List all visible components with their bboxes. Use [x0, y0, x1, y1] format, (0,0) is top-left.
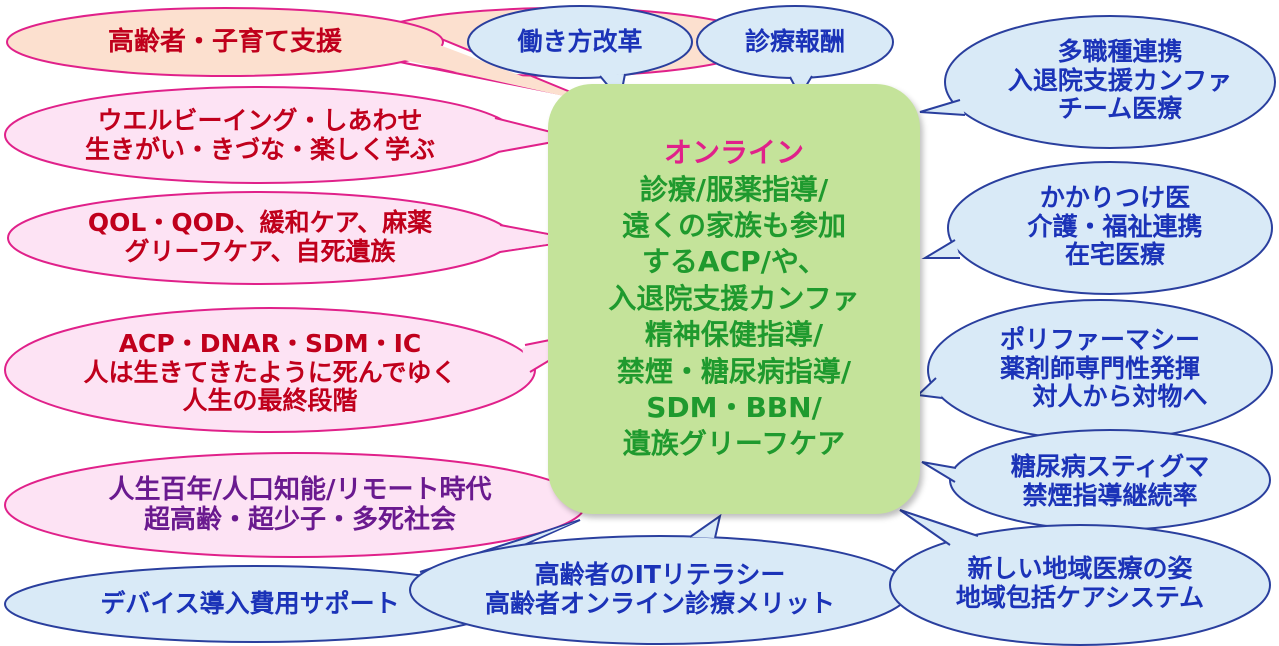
center-line: 遠くの家族も参加	[621, 209, 846, 243]
text-line: 生きがい・きづな・楽しく学ぶ	[84, 135, 435, 164]
text-line: 高齢者のITリテラシー	[534, 560, 786, 590]
bubble-multidisciplinary-body	[944, 15, 1276, 149]
label-family-doctor: かかりつけ医 介護・福祉連携 在宅医療	[975, 172, 1255, 282]
text-line: 多職種連携	[1057, 36, 1183, 66]
text-line: ウエルビーイング・しあわせ	[97, 106, 423, 136]
text-line: グリーフケア、自死遺族	[124, 237, 396, 266]
center-line: 入退院支援カンファ	[608, 281, 860, 315]
text-line: ACP・DNAR・SDM・IC	[118, 328, 422, 358]
label-community-care: 新しい地域医療の姿 地域包括ケアシステム	[920, 542, 1240, 626]
bubble-family-doctor-body	[947, 161, 1273, 295]
center-line: 禁煙・糖尿病指導/	[616, 354, 852, 388]
center-line: 遺族グリーフケア	[622, 427, 846, 461]
center-line: 精神保健指導/	[644, 318, 824, 352]
label-it-literacy: 高齢者のITリテラシー 高齢者オンライン診療メリット	[450, 548, 870, 632]
text-line: 人生の最終段階	[182, 386, 358, 416]
center-title: オンライン	[663, 136, 804, 170]
text-line: 薬剤師専門性発揮	[999, 353, 1200, 383]
text-line: チーム医療	[1057, 94, 1183, 124]
text-line: 糖尿病スティグマ	[1010, 452, 1210, 482]
center-line: 診療/服薬指導/	[639, 172, 829, 206]
text-line: 入退院支援カンファ	[1007, 65, 1233, 95]
text-line: ポリファーマシー	[999, 324, 1200, 354]
text-line: QOL・QOD、緩和ケア、麻薬	[87, 208, 433, 238]
text-line: 診療報酬	[744, 26, 845, 56]
text-line: 働き方改革	[517, 26, 643, 56]
label-qol: QOL・QOD、緩和ケア、麻薬 グリーフケア、自死遺族	[10, 198, 510, 278]
center-line: SDM・BBN/	[646, 390, 822, 424]
bubble-elder-child-support-body	[6, 7, 444, 77]
text-line: 人生百年/人口知能/リモート時代	[108, 475, 492, 506]
label-life100: 人生百年/人口知能/リモート時代 超高齢・超少子・多死社会	[30, 464, 570, 548]
label-acp: ACP・DNAR・SDM・IC 人は生きてきたように死んでゆく 人生の最終段階	[10, 318, 530, 428]
bubble-community-care-body	[889, 524, 1271, 646]
label-multidisciplinary: 多職種連携 入退院支援カンファ チーム医療	[975, 26, 1265, 136]
label-fee: 診療報酬	[710, 18, 880, 66]
bubble-workstyle-body	[467, 5, 693, 79]
text-line: 高齢者・子育て支援	[107, 27, 342, 58]
text-line: 新しい地域医療の姿	[967, 554, 1193, 584]
label-device: デバイス導入費用サポート	[40, 580, 460, 628]
text-line: 地域包括ケアシステム	[955, 583, 1205, 612]
text-line: 対人から対物へ	[1032, 382, 1208, 412]
text-line: 人は生きてきたように死んでゆく	[83, 357, 457, 387]
text-line: 在宅医療	[1064, 240, 1165, 270]
text-line: 超高齢・超少子・多死社会	[143, 505, 456, 535]
label-workstyle: 働き方改革	[480, 18, 680, 66]
text-line: デバイス導入費用サポート	[100, 588, 400, 618]
text-line: 禁煙指導継続率	[1022, 481, 1198, 510]
label-diabetes: 糖尿病スティグマ 禁煙指導継続率	[975, 444, 1245, 520]
text-line: かかりつけ医	[1039, 182, 1191, 212]
label-elder-child-support: 高齢者・子育て支援	[20, 16, 430, 70]
label-wellbeing: ウエルビーイング・しあわせ 生きがい・きづな・楽しく学ぶ	[10, 96, 510, 176]
text-line: 介護・福祉連携	[1027, 211, 1203, 241]
label-polypharmacy: ポリファーマシー 薬剤師専門性発揮 対人から対物へ	[950, 314, 1250, 424]
center-line: するACP/や、	[641, 245, 827, 279]
center-online-box: オンライン 診療/服薬指導/ 遠くの家族も参加 するACP/や、 入退院支援カン…	[548, 84, 920, 514]
text-line: 高齢者オンライン診療メリット	[484, 589, 835, 618]
